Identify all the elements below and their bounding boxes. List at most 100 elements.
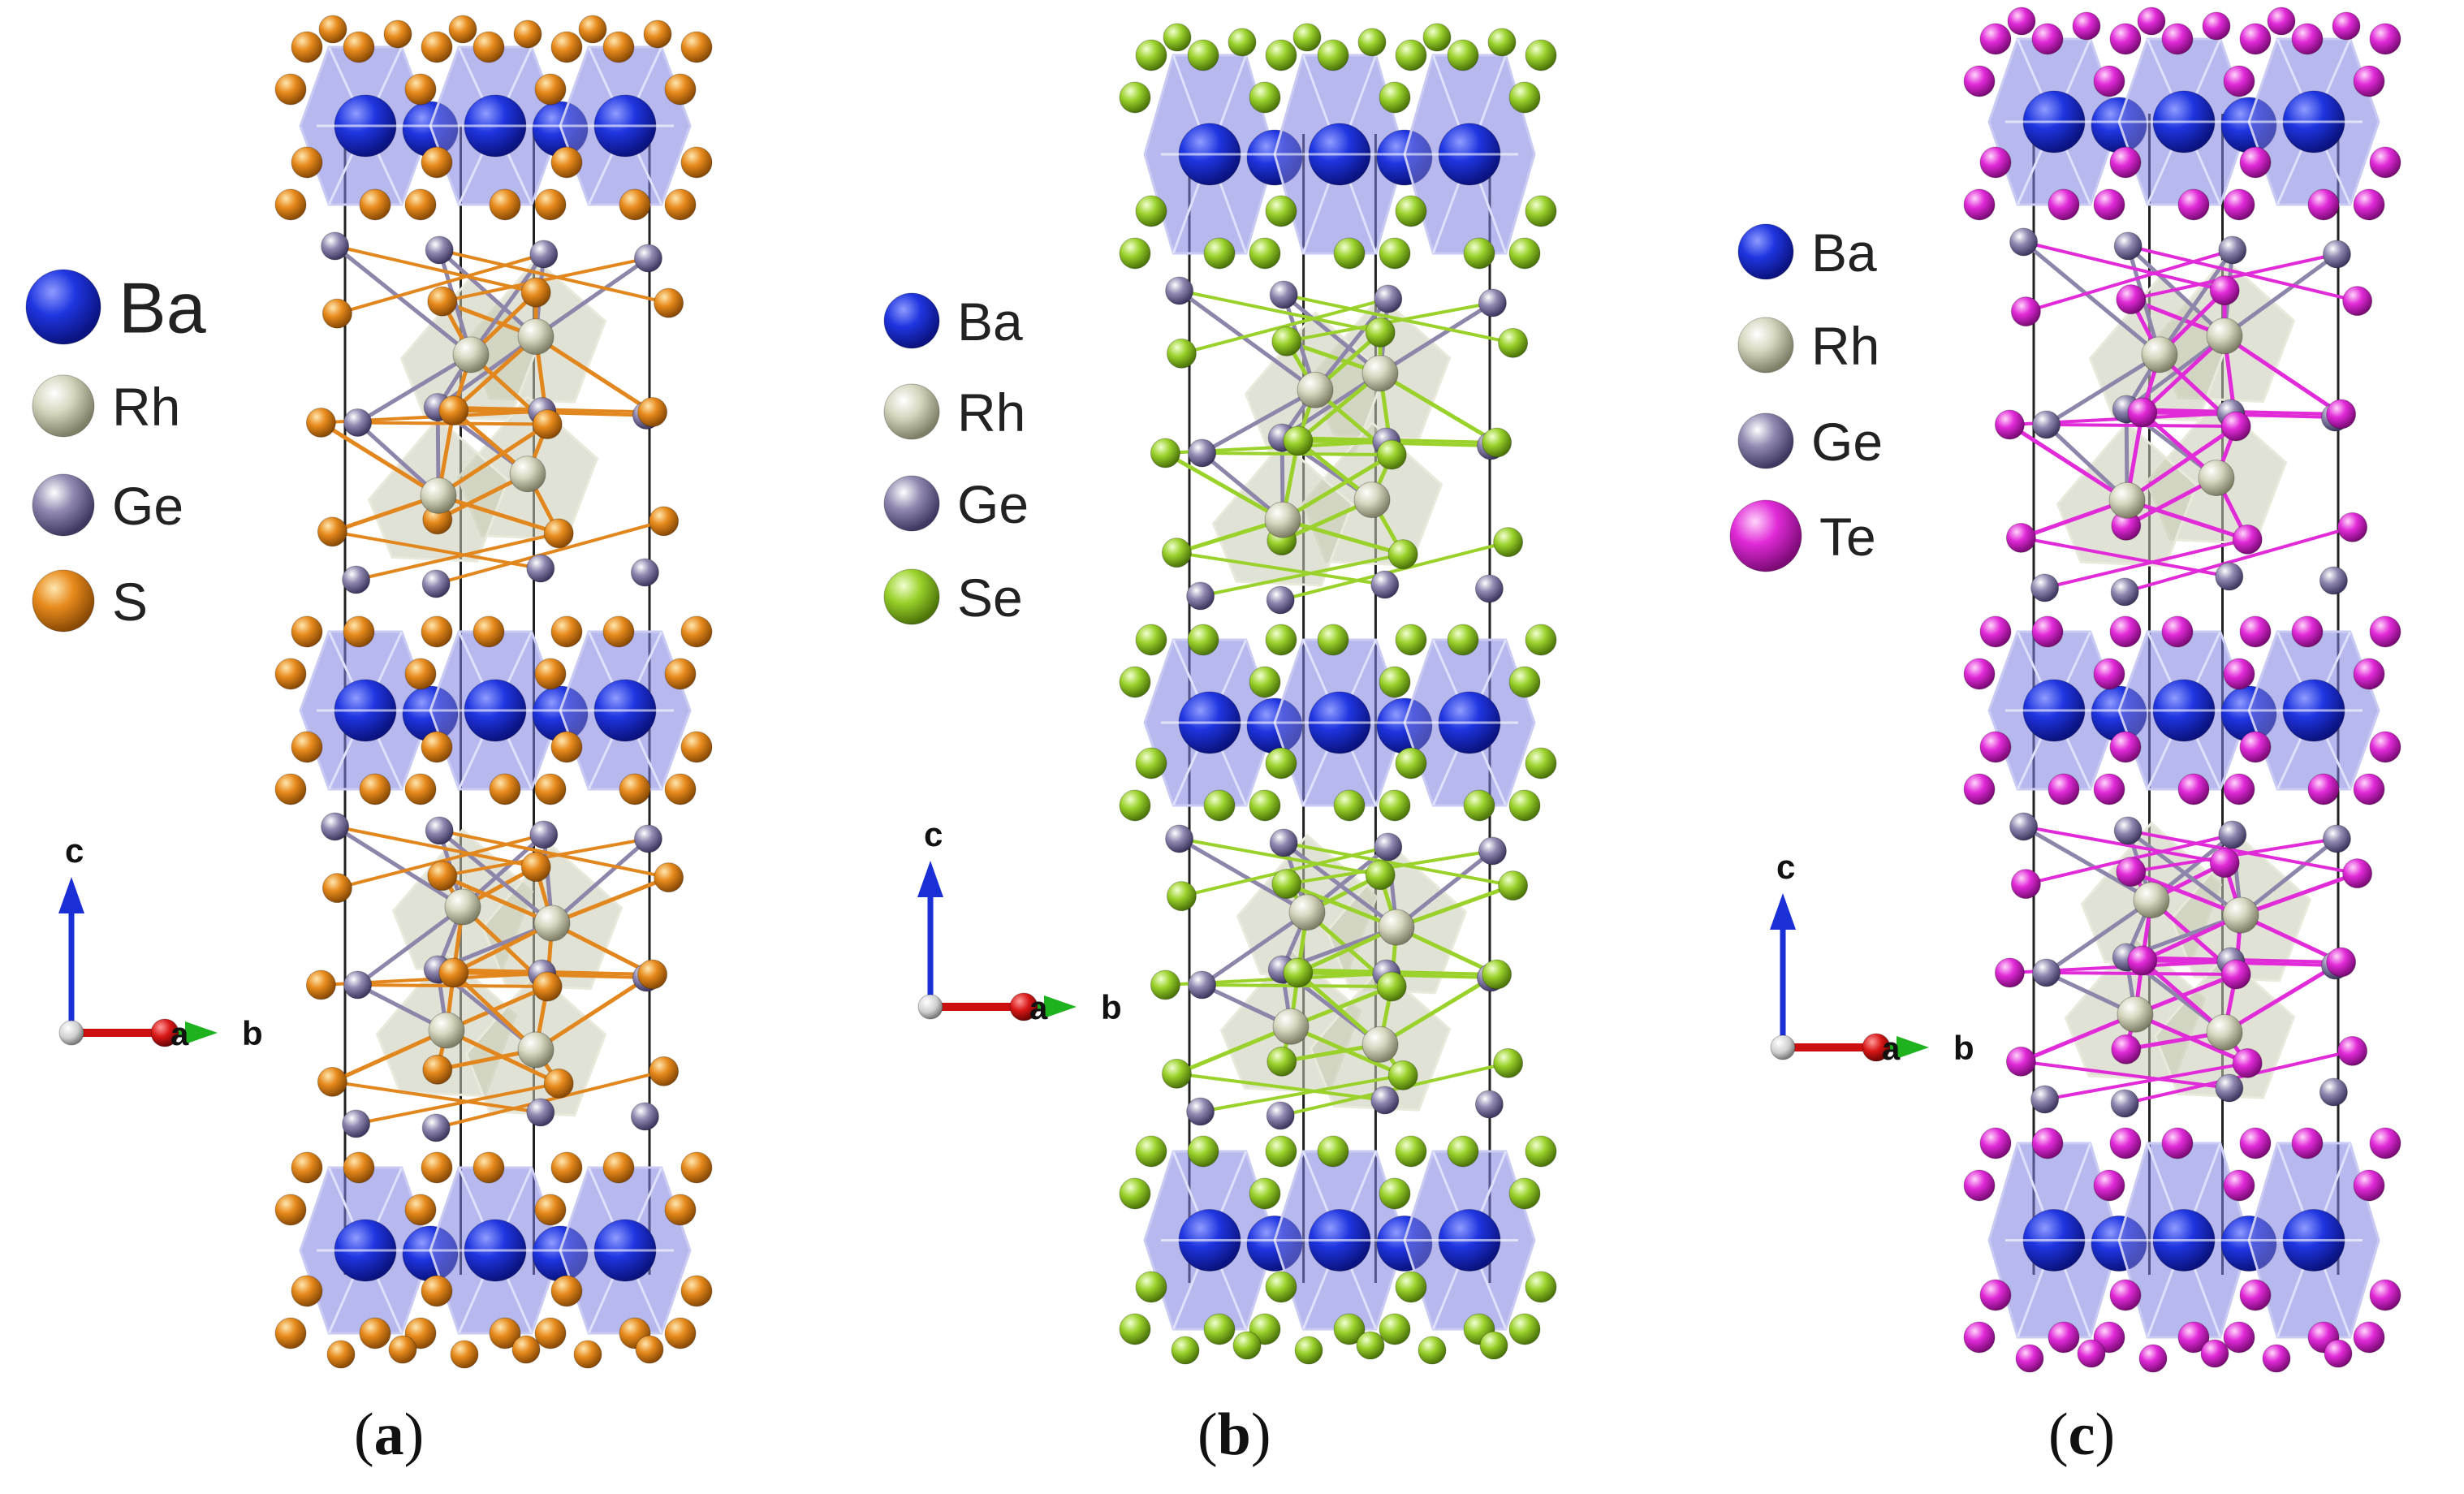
se-atom xyxy=(1119,81,1151,114)
te-atom xyxy=(2369,23,2401,55)
te-atom xyxy=(2267,6,2296,36)
ge-atom xyxy=(1266,1101,1295,1130)
te-atom xyxy=(1963,658,1996,690)
se-atom xyxy=(1508,1313,1541,1345)
bond xyxy=(1394,883,1516,930)
te-atom xyxy=(2291,615,2324,648)
bond xyxy=(451,335,538,412)
te-atom xyxy=(1979,23,2012,55)
rh-atom xyxy=(2108,481,2146,519)
s-atom xyxy=(489,773,521,805)
s-atom xyxy=(534,773,567,805)
legend-item-ge: Ge xyxy=(883,474,1029,534)
s-atom xyxy=(602,1151,635,1184)
rh-atom xyxy=(517,318,555,356)
te-atom xyxy=(1994,957,2025,988)
te-atom xyxy=(2209,275,2240,306)
rh-atom xyxy=(428,1012,465,1049)
te-atom xyxy=(2010,296,2041,327)
ge-atom xyxy=(630,558,659,587)
bond xyxy=(436,422,550,498)
bond xyxy=(2022,240,2162,357)
se-atom xyxy=(1249,237,1281,270)
bond xyxy=(2125,498,2250,542)
bond xyxy=(2238,871,2360,918)
legend-swatch-rh xyxy=(32,374,95,438)
bond xyxy=(533,256,650,339)
s-atom xyxy=(359,773,391,805)
te-atom xyxy=(2077,1339,2106,1368)
ge-atom xyxy=(2322,240,2351,269)
ge-atom xyxy=(2215,562,2244,591)
ge-atom xyxy=(321,231,350,261)
b-axis-label: b xyxy=(1953,1029,1974,1067)
te-atom xyxy=(2109,1127,2142,1159)
se-atom xyxy=(1482,959,1512,990)
s-atom xyxy=(343,31,375,63)
bond xyxy=(434,1069,666,1129)
te-atom xyxy=(2324,1339,2353,1368)
b-axis-label: b xyxy=(242,1014,263,1052)
legend-item-te: Te xyxy=(1729,499,1876,572)
s-atom xyxy=(649,506,680,537)
se-atom xyxy=(1249,81,1281,114)
te-atom xyxy=(2342,858,2373,889)
te-atom xyxy=(2010,869,2041,900)
te-atom xyxy=(2239,731,2272,763)
rh-atom xyxy=(1378,909,1415,946)
s-atom xyxy=(291,1275,323,1307)
s-atom xyxy=(654,287,684,318)
c-axis-label: c xyxy=(1776,848,1795,886)
te-atom xyxy=(2326,399,2357,430)
ge-atom xyxy=(1266,585,1295,615)
se-atom xyxy=(1283,957,1314,988)
te-atom xyxy=(2369,731,2401,763)
s-atom xyxy=(274,658,307,690)
bond xyxy=(1296,925,1399,975)
ge-atom xyxy=(343,970,373,1000)
bond xyxy=(2018,498,2130,540)
ge-atom xyxy=(1374,284,1403,313)
te-atom xyxy=(2031,1127,2064,1159)
se-atom xyxy=(1357,28,1387,57)
bond xyxy=(330,1080,542,1114)
s-atom xyxy=(274,1194,307,1226)
te-atom xyxy=(2220,959,2251,990)
bond xyxy=(318,421,441,498)
s-atom xyxy=(404,658,437,690)
bond xyxy=(330,529,542,570)
te-atom xyxy=(2111,1034,2142,1064)
bond xyxy=(1282,841,1515,887)
se-atom xyxy=(1294,1336,1323,1365)
s-atom xyxy=(421,1275,453,1307)
ge-atom xyxy=(1188,438,1217,468)
bond xyxy=(1198,552,1405,598)
te-atom xyxy=(2239,1127,2272,1159)
te-atom xyxy=(1979,731,2012,763)
s-atom xyxy=(438,957,469,988)
bond xyxy=(437,828,555,926)
se-atom xyxy=(1119,237,1151,270)
s-atom xyxy=(602,615,635,648)
bond xyxy=(2044,352,2162,427)
s-atom xyxy=(421,146,453,179)
s-atom xyxy=(489,1317,521,1349)
ge-atom xyxy=(321,812,350,841)
se-atom xyxy=(1379,789,1411,822)
ge-atom xyxy=(2218,820,2247,849)
bond xyxy=(2022,825,2227,865)
c-axis-arrowhead xyxy=(58,877,84,913)
te-atom xyxy=(2005,522,2036,553)
s-atom xyxy=(421,31,453,63)
se-atom xyxy=(1150,438,1180,468)
legend-label: Ba xyxy=(957,291,1023,352)
te-atom xyxy=(2353,658,2385,690)
legend-swatch-s xyxy=(32,569,95,633)
s-atom xyxy=(578,15,607,44)
te-atom xyxy=(2116,284,2147,315)
se-atom xyxy=(1333,789,1366,822)
s-atom xyxy=(438,395,469,425)
te-atom xyxy=(2015,1344,2044,1373)
se-atom xyxy=(1203,237,1236,270)
